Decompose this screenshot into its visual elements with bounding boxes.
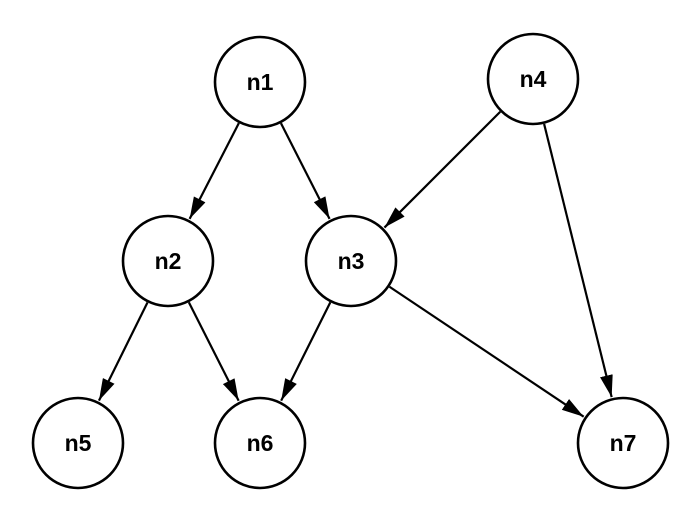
edge-n4-n7 [543, 123, 613, 398]
node-n2: n2 [121, 214, 215, 308]
node-n7: n7 [576, 396, 670, 490]
node-label-n6: n6 [247, 430, 274, 456]
node-label-n1: n1 [247, 69, 274, 95]
node-circle-n2 [121, 214, 215, 308]
edge-n4-n3 [383, 110, 502, 229]
edge-n2-n6 [187, 301, 240, 402]
node-n6: n6 [213, 396, 307, 490]
node-circle-n3 [304, 214, 398, 308]
node-n5: n5 [31, 396, 125, 490]
edge-n3-n7 [388, 285, 585, 418]
edge-n2-n5 [97, 302, 149, 402]
edge-n1-n3 [280, 122, 331, 220]
node-n3: n3 [304, 214, 398, 308]
node-label-n2: n2 [155, 248, 182, 274]
node-label-n3: n3 [338, 248, 365, 274]
node-n1: n1 [213, 35, 307, 129]
node-label-n7: n7 [610, 430, 637, 456]
node-label-n5: n5 [65, 430, 92, 456]
node-circle-n1 [213, 35, 307, 129]
node-circle-n7 [576, 396, 670, 490]
node-circle-n5 [31, 396, 125, 490]
edge-n1-n2 [188, 122, 240, 220]
node-circle-n6 [213, 396, 307, 490]
edge-n3-n6 [280, 301, 332, 402]
node-n4: n4 [486, 32, 580, 126]
node-circle-n4 [486, 32, 580, 126]
node-label-n4: n4 [520, 66, 547, 92]
